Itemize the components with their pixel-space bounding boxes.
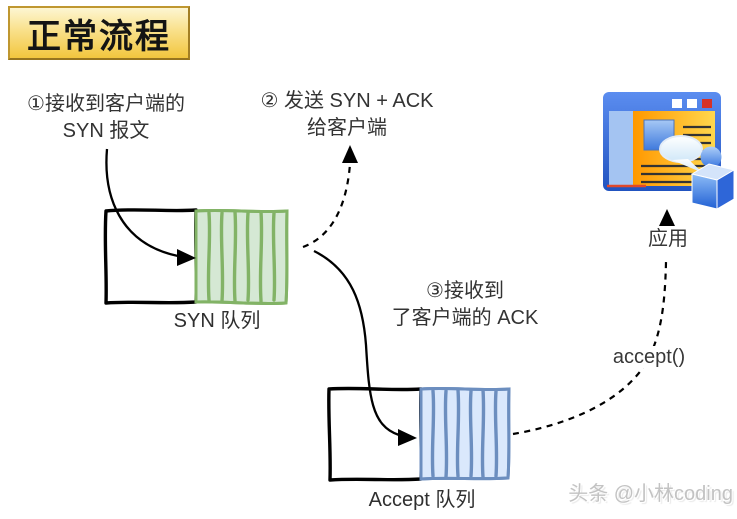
user-figure-icon bbox=[690, 146, 736, 210]
accept-queue-filled-section bbox=[419, 386, 511, 481]
accept-queue-stripes bbox=[430, 388, 499, 479]
step1-line1: ①接收到客户端的 bbox=[27, 93, 185, 115]
syn-queue-border bbox=[194, 208, 289, 306]
step3-line1: ③接收到 bbox=[426, 280, 504, 302]
arrow-send-synack bbox=[302, 145, 358, 249]
watermark: 头条 @小林coding bbox=[568, 483, 733, 505]
speech-bubble-icon bbox=[659, 135, 703, 173]
arrow-receive-syn bbox=[105, 148, 196, 266]
step1-label: ①接收到客户端的 SYN 报文 bbox=[0, 91, 212, 145]
step2-label: ② 发送 SYN + ACK 给客户端 bbox=[242, 88, 452, 142]
application-label: 应用 bbox=[646, 228, 690, 250]
window-button-icon bbox=[672, 99, 682, 108]
application-icon bbox=[603, 92, 736, 210]
syn-queue-filled-section bbox=[194, 208, 289, 306]
arrow-accept-call bbox=[512, 209, 675, 436]
accept-call-label: accept() bbox=[610, 346, 688, 368]
window-button-icon bbox=[687, 99, 697, 108]
title-text: 正常流程 bbox=[27, 17, 171, 56]
step2-line2: 给客户端 bbox=[307, 116, 387, 139]
window-close-button-icon bbox=[702, 99, 712, 108]
step3-line2: 了客户端的 ACK bbox=[391, 306, 539, 329]
accept-queue-label: Accept 队列 bbox=[368, 489, 476, 511]
step2-line1: ② 发送 SYN + ACK bbox=[260, 90, 434, 112]
syn-queue-label: SYN 队列 bbox=[173, 310, 261, 332]
step1-line2: SYN 报文 bbox=[62, 119, 150, 142]
app-sidebar bbox=[609, 111, 633, 186]
title-badge: 正常流程 bbox=[8, 6, 190, 60]
step3-label: ③接收到 了客户端的 ACK bbox=[360, 278, 570, 332]
syn-queue-stripes bbox=[206, 210, 277, 303]
accept-queue-border bbox=[419, 386, 511, 481]
arrow-move-to-accept-queue bbox=[313, 249, 417, 446]
